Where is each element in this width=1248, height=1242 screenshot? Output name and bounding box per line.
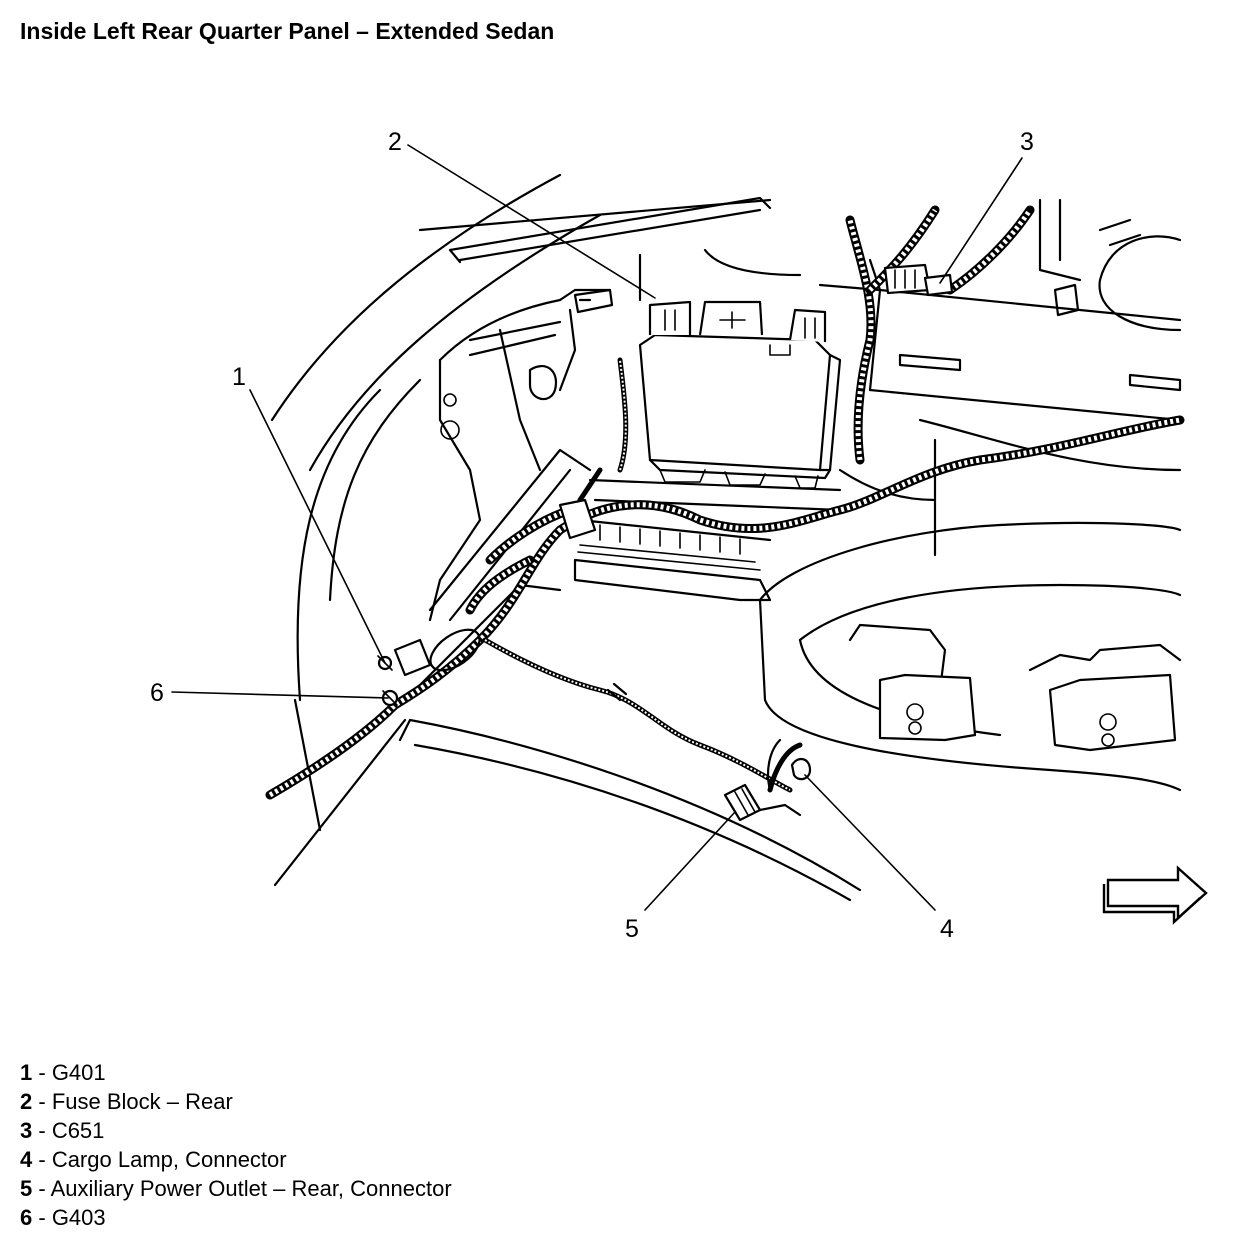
legend-label: Auxiliary Power Outlet – Rear, Connector bbox=[50, 1176, 452, 1201]
legend-item: 6 - G403 bbox=[20, 1203, 452, 1232]
inner-panel bbox=[428, 288, 614, 622]
callout-3: 3 bbox=[1020, 128, 1034, 156]
arrow-right-icon bbox=[1102, 865, 1208, 925]
legend-separator: - bbox=[32, 1118, 52, 1143]
harness-connector-fuseblock bbox=[558, 498, 597, 540]
leader-lines bbox=[171, 144, 1023, 911]
wiring-harness bbox=[265, 205, 1185, 800]
legend-item: 2 - Fuse Block – Rear bbox=[20, 1087, 452, 1116]
callout-1: 1 bbox=[232, 363, 246, 391]
ground-bracket bbox=[393, 628, 481, 677]
legend-number: 6 bbox=[20, 1205, 33, 1230]
legend-label: C651 bbox=[51, 1118, 105, 1143]
branch-wires bbox=[482, 357, 803, 793]
legend: 1 - G401 2 - Fuse Block – Rear 3 - C651 … bbox=[20, 1058, 452, 1232]
legend-separator: - bbox=[32, 1089, 52, 1114]
trunk-sill bbox=[273, 583, 862, 902]
legend-separator: - bbox=[32, 1060, 52, 1085]
legend-number: 4 bbox=[20, 1147, 33, 1172]
c651-connector bbox=[883, 263, 954, 297]
legend-separator: - bbox=[32, 1205, 52, 1230]
connector-strip bbox=[573, 478, 842, 602]
legend-separator: - bbox=[32, 1147, 52, 1172]
legend-label: Cargo Lamp, Connector bbox=[51, 1147, 287, 1172]
legend-number: 1 bbox=[20, 1060, 33, 1085]
legend-label: G401 bbox=[51, 1060, 106, 1085]
legend-item: 3 - C651 bbox=[20, 1116, 452, 1145]
legend-number: 2 bbox=[20, 1089, 33, 1114]
callout-5: 5 bbox=[625, 915, 639, 943]
legend-label: Fuse Block – Rear bbox=[51, 1089, 233, 1114]
legend-item: 5 - Auxiliary Power Outlet – Rear, Conne… bbox=[20, 1174, 452, 1203]
quarter-panel-body bbox=[270, 173, 802, 832]
callout-2: 2 bbox=[388, 128, 402, 156]
legend-number: 5 bbox=[20, 1176, 33, 1201]
legend-separator: - bbox=[32, 1176, 51, 1201]
tie-down-brackets bbox=[848, 623, 1182, 752]
diagram-title: Inside Left Rear Quarter Panel – Extende… bbox=[20, 18, 555, 44]
cargo-lamp-connector bbox=[766, 738, 812, 792]
legend-item: 1 - G401 bbox=[20, 1058, 452, 1087]
legend-number: 3 bbox=[20, 1118, 33, 1143]
callout-6: 6 bbox=[150, 679, 164, 707]
legend-item: 4 - Cargo Lamp, Connector bbox=[20, 1145, 452, 1174]
legend-label: G403 bbox=[51, 1205, 106, 1230]
rear-fuse-block bbox=[638, 300, 842, 489]
callout-4: 4 bbox=[940, 915, 954, 943]
